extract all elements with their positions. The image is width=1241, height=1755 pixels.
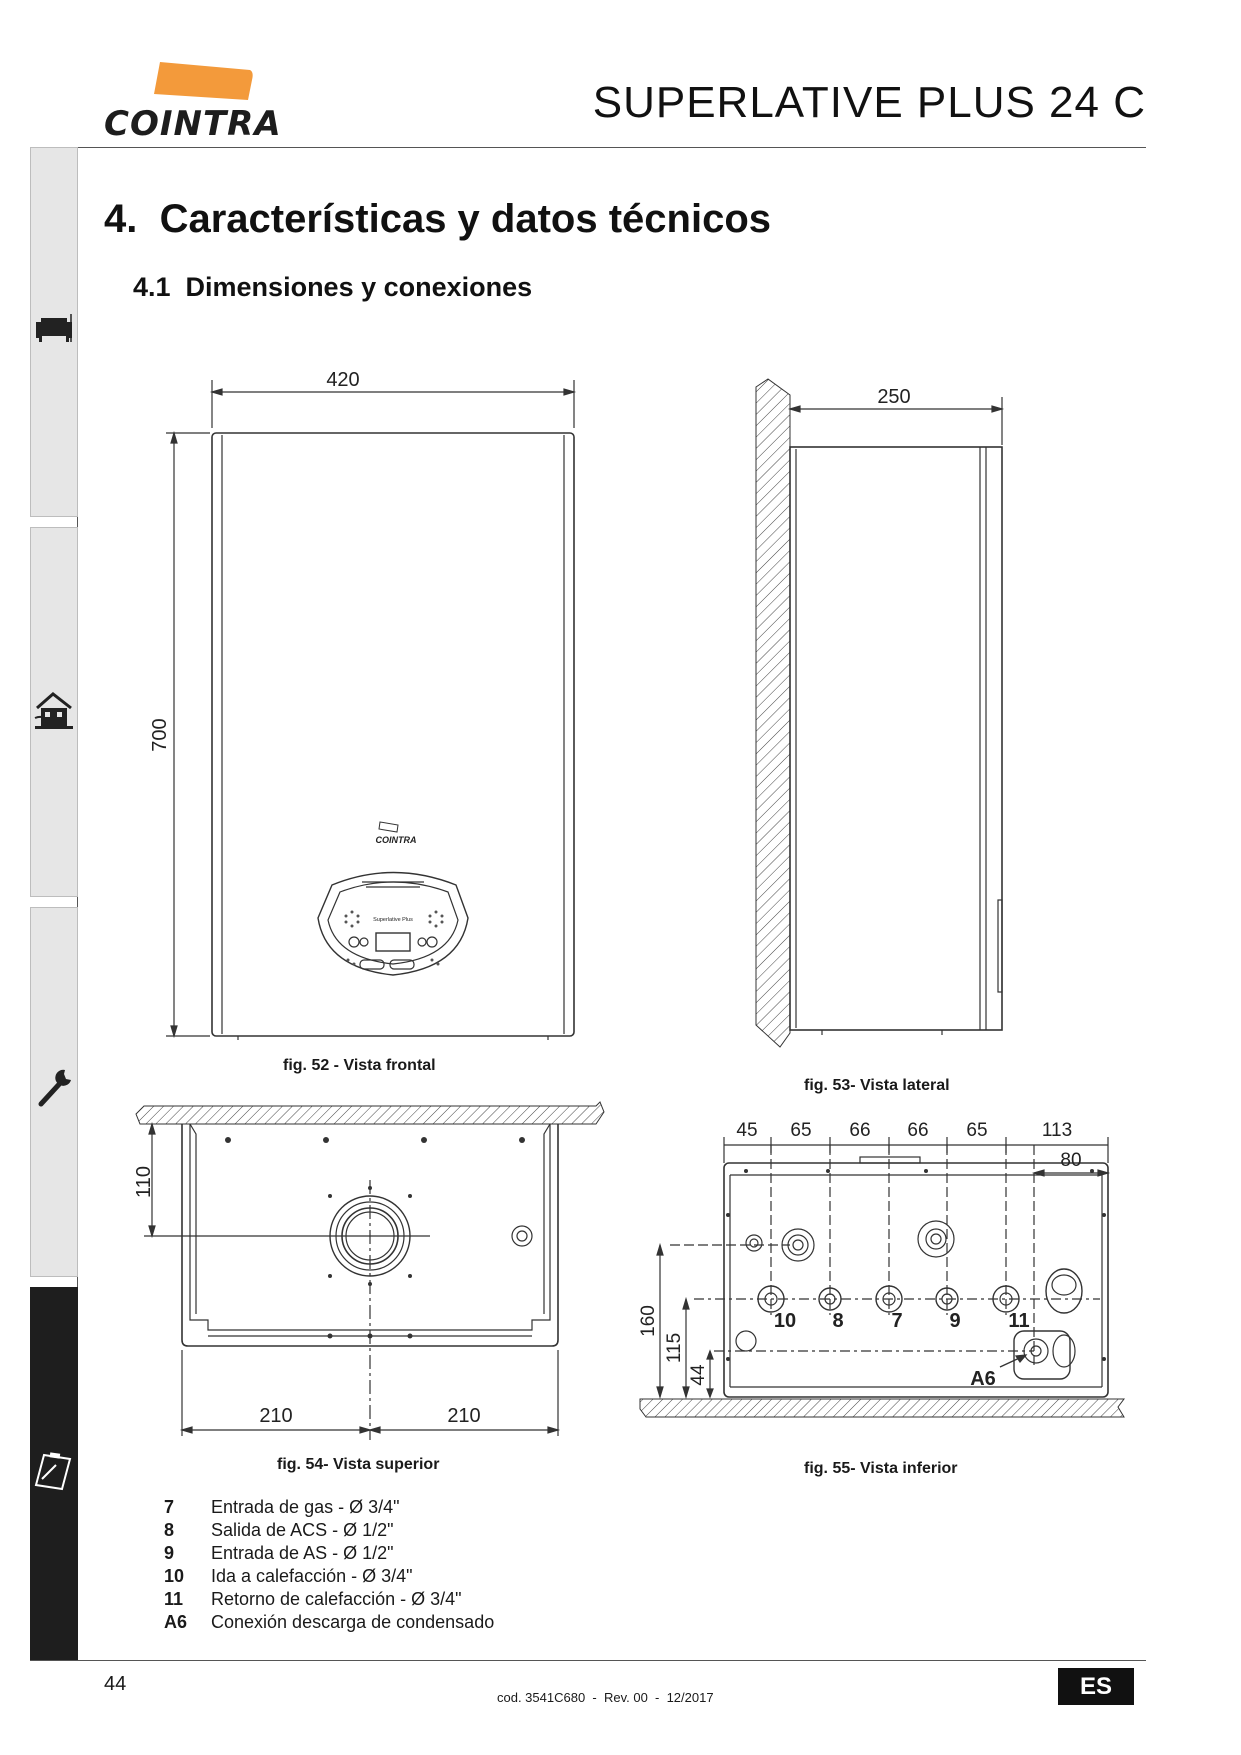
figure-top-view: 110 210 210 [133,1101,605,1440]
language-badge: ES [1058,1668,1134,1705]
sidebar-divider [77,147,78,1660]
figure-bottom-view: 45 65 66 66 65 113 80 160 115 44 10 8 7 … [638,1120,1125,1418]
brand-name: COINTRA [104,104,282,144]
legend-code: 9 [164,1543,175,1563]
spacing-label-4: 66 [907,1120,928,1141]
sidebar-tab-house[interactable] [30,527,78,897]
legend-desc: Ida a calefacción - Ø 3/4" [211,1566,413,1586]
sidebar-tab-wrench[interactable] [30,907,78,1277]
boiler-front-body [211,432,575,1037]
panel-model-label: Superlative Plus [373,917,413,923]
header-rule [30,147,1146,148]
caption-bottom-view: fig. 55- Vista inferior [804,1460,958,1477]
legend-desc: Entrada de gas - Ø 3/4" [211,1497,400,1517]
connection-8 [818,1287,842,1311]
connections-legend: 7 Entrada de gas - Ø 3/4" 8 Salida de AC… [164,1497,624,1642]
caption-side-view: fig. 53- Vista lateral [804,1077,950,1094]
height-115-label: 115 [664,1333,685,1363]
boiler-bottom-body [723,1162,1109,1398]
side-depth-label: 250 [877,386,910,408]
legend-code: A6 [164,1612,188,1632]
connection-label-10: 10 [774,1310,796,1332]
front-width-label: 420 [326,369,359,391]
height-44-label: 44 [688,1364,709,1386]
figure-side-view: 250 [755,378,1005,1048]
legend-desc: Salida de ACS - Ø 1/2" [211,1520,394,1540]
legend-code: 10 [164,1566,185,1586]
wall-hatch [755,378,791,1048]
house-icon [34,692,73,729]
connection-7 [875,1285,903,1313]
panel-brand-label: COINTRA [376,835,417,845]
section-title: 4. Características y datos técnicos [104,197,771,241]
boiler-side-body [789,446,1003,1031]
height-160-label: 160 [638,1305,659,1337]
connection-label-A6: A6 [970,1368,996,1390]
legend-code: 7 [164,1497,175,1517]
panel-display [375,932,411,952]
footer-rule [30,1660,1146,1661]
legend-code: 8 [164,1520,175,1540]
figure-front-view: 420 700 COINTRA Superlative Plus [149,369,577,1040]
spacing-label-3: 66 [849,1120,870,1141]
legend-desc: Retorno de calefacción - Ø 3/4" [211,1589,462,1609]
section-subtitle: 4.1 Dimensiones y conexiones [133,272,533,302]
dim-80-label: 80 [1060,1150,1081,1171]
spacing-label-6: 113 [1042,1120,1072,1141]
top-dim-right-label: 210 [447,1405,480,1427]
wall-hatch-top [135,1101,605,1125]
connection-label-7: 7 [891,1310,902,1332]
connection-label-8: 8 [832,1310,843,1332]
front-height-label: 700 [149,718,171,751]
connection-9 [935,1287,959,1311]
spacing-label-5: 65 [966,1120,987,1141]
document-code: cod. 3541C680 - Rev. 00 - 12/2017 [497,1690,714,1705]
caption-top-view: fig. 54- Vista superior [277,1456,440,1473]
connection-10 [757,1285,785,1313]
wrench-icon [38,1069,71,1107]
spacing-label-2: 65 [790,1120,811,1141]
product-title: SUPERLATIVE PLUS 24 C [592,78,1146,127]
legend-desc: Conexión descarga de condensado [211,1612,495,1632]
legend-code: 11 [164,1589,184,1609]
page-number: 44 [104,1673,127,1695]
sidebar-tab-clipboard[interactable] [30,1287,78,1660]
connection-label-11: 11 [1008,1310,1029,1332]
brand-logo: COINTRA [104,60,281,150]
sofa-icon [36,314,72,342]
legend-desc: Entrada de AS - Ø 1/2" [211,1543,394,1563]
caption-front-view: fig. 52 - Vista frontal [283,1057,436,1074]
connection-label-9: 9 [949,1310,960,1332]
connection-A6 [1013,1330,1071,1380]
clipboard-icon [34,1452,72,1491]
control-panel [317,871,469,976]
connection-11 [992,1285,1020,1313]
top-dim-110-label: 110 [133,1166,155,1198]
logo-flag-icon [154,62,253,100]
spacing-label-1: 45 [736,1120,757,1141]
wall-hatch-bottom [639,1398,1125,1418]
sidebar-tab-sofa[interactable] [30,147,78,517]
top-dim-left-label: 210 [259,1405,292,1427]
boiler-top-body [181,1124,559,1347]
